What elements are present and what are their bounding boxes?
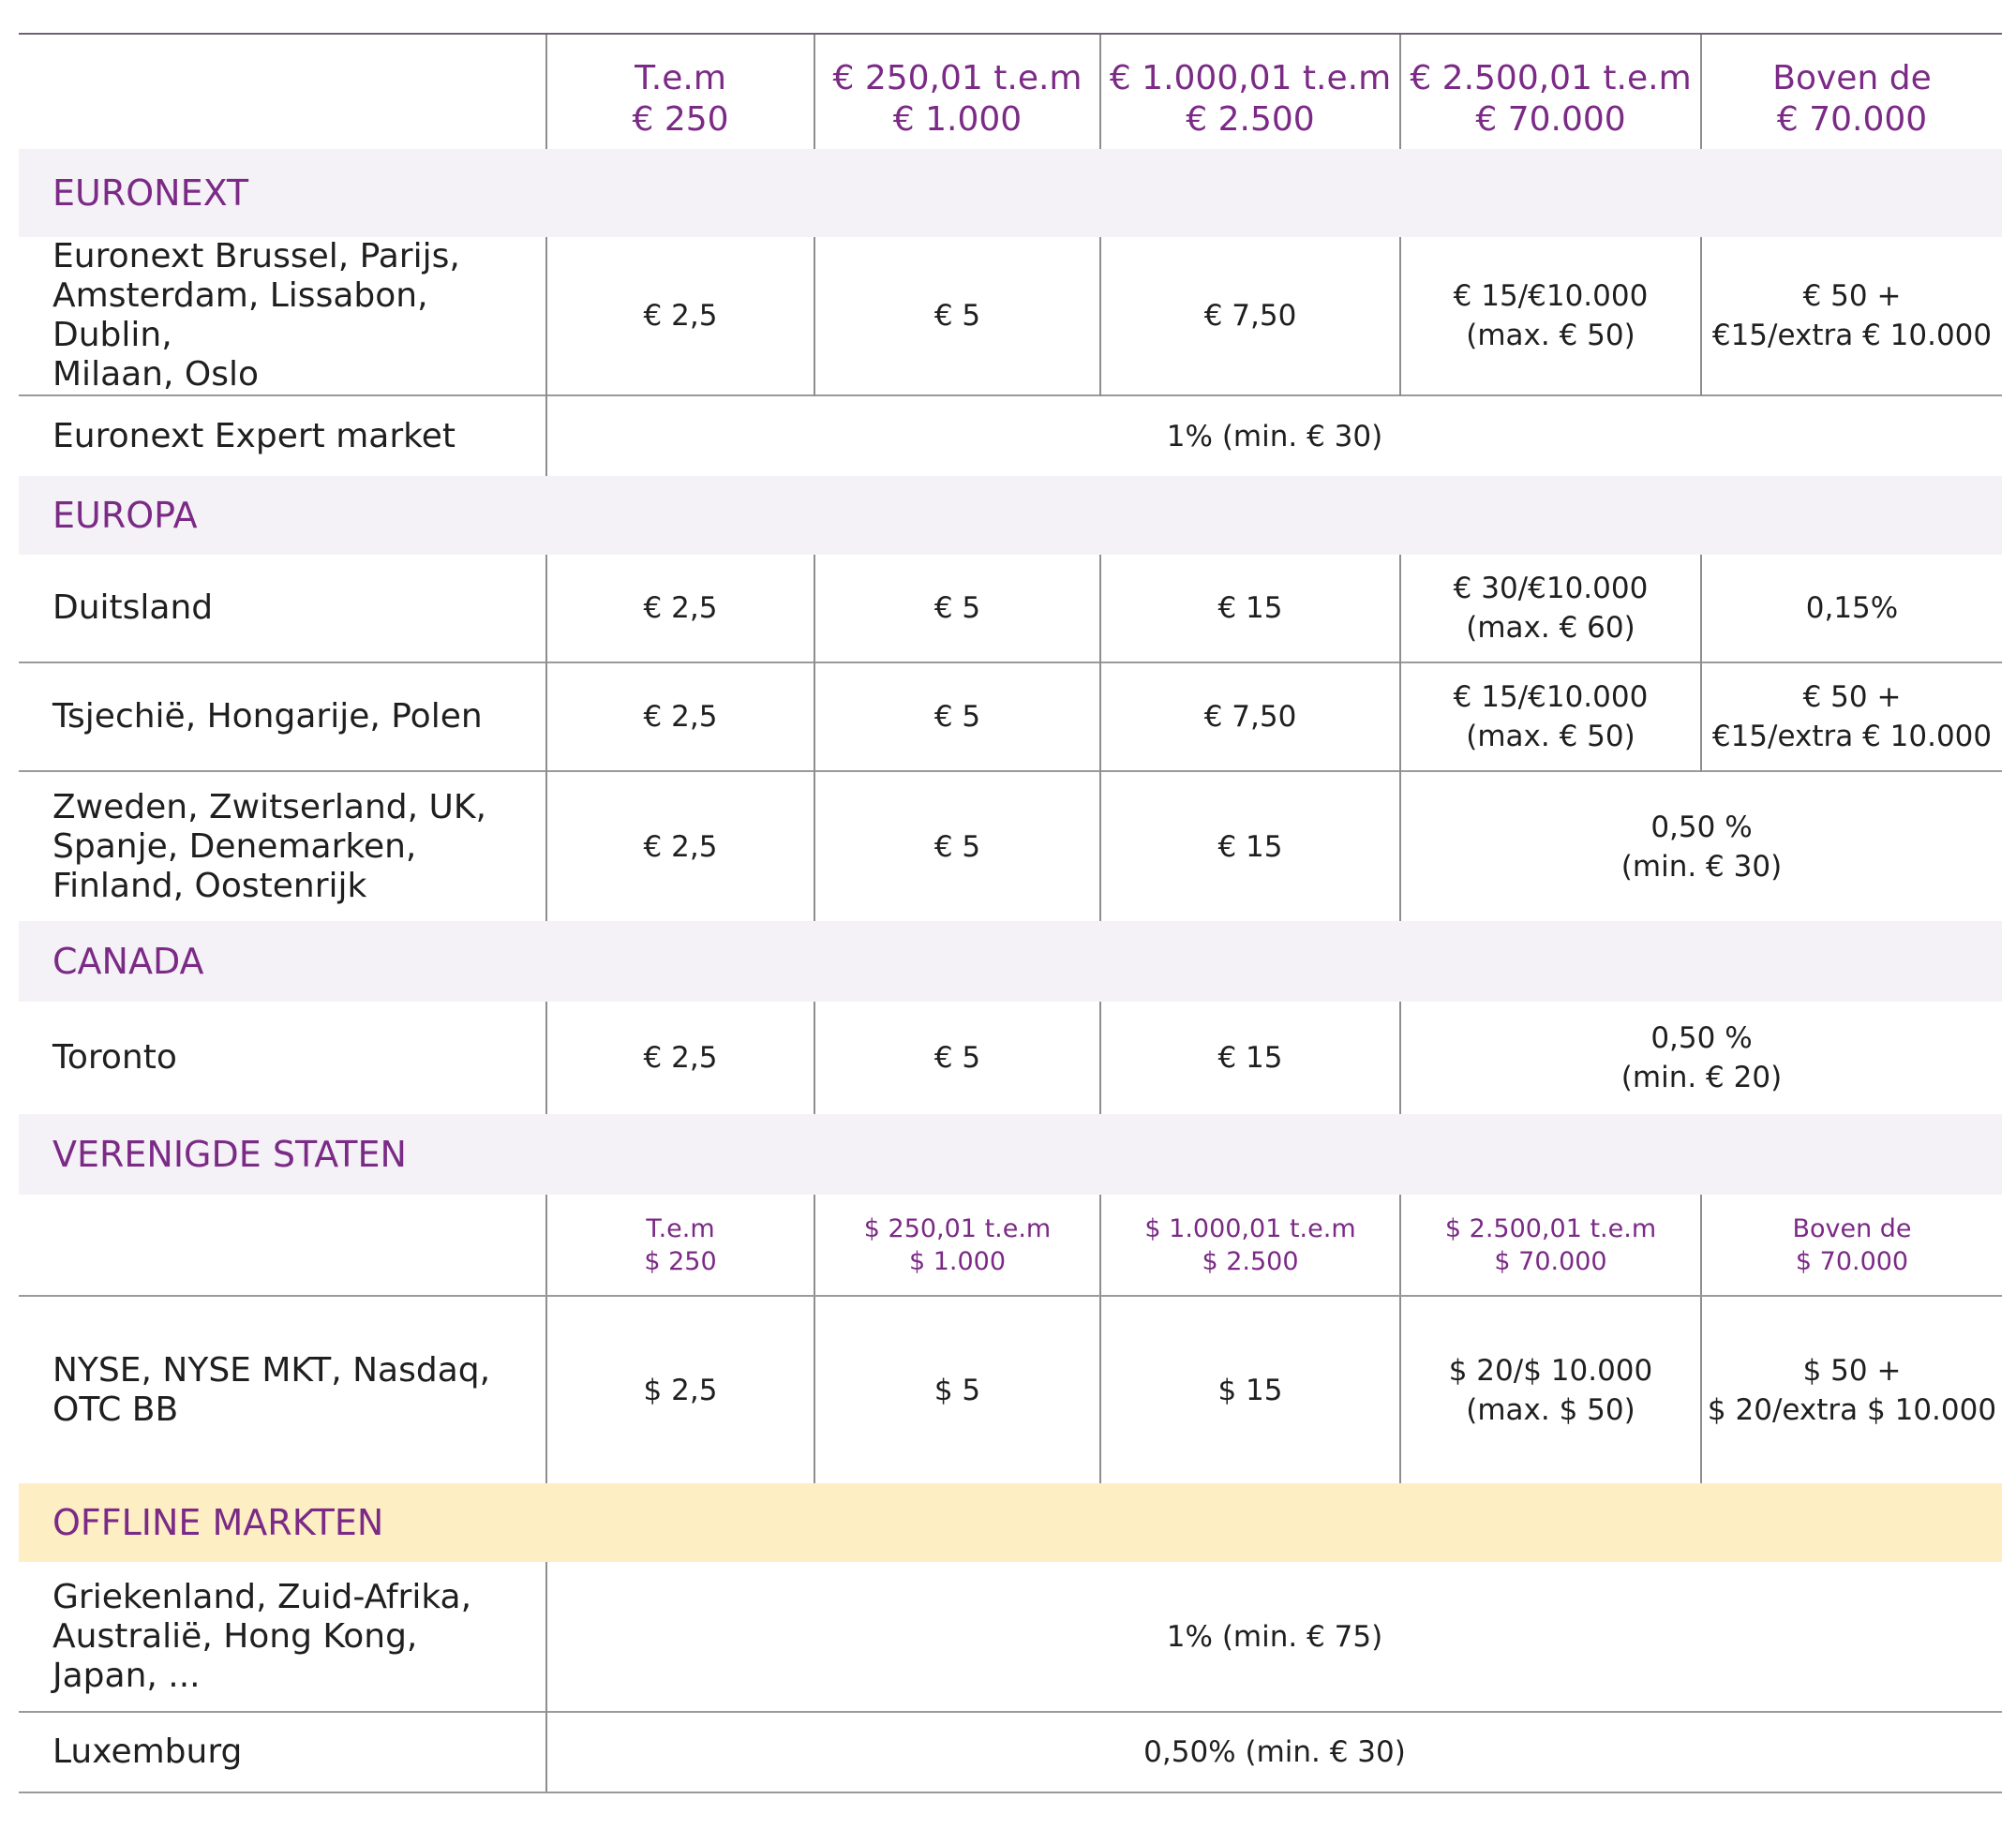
fee-cell: € 15 [1099,770,1400,921]
fee-cell: € 2,5 [545,237,814,395]
table-row: Luxemburg 0,50% (min. € 30) [19,1711,2002,1793]
fee-cell: $ 2,5 [545,1296,814,1483]
section-title: VERENIGDE STATEN [19,1114,2002,1195]
fee-cell: € 50 + €15/extra € 10.000 [1700,237,2002,395]
section-title: CANADA [19,921,2002,1002]
table-row: Euronext Brussel, Parijs, Amsterdam, Lis… [19,237,2002,395]
table-row: Zweden, Zwitserland, UK, Spanje, Denemar… [19,770,2002,921]
fee-cell: € 15/€10.000 (max. € 50) [1399,237,1701,395]
section-title: EURONEXT [19,149,2002,237]
fee-cell: 0,15% [1700,555,2002,662]
us-subheader-row: T.e.m $ 250 $ 250,01 t.e.m $ 1.000 $ 1.0… [19,1195,2002,1297]
fee-cell: € 15/€10.000 (max. € 50) [1399,662,1701,771]
fee-cell: € 30/€10.000 (max. € 60) [1399,555,1701,662]
fee-cell: $ 15 [1099,1296,1400,1483]
us-header-tier-5: Boven de $ 70.000 [1700,1195,2002,1297]
row-label: Toronto [52,1038,177,1077]
header-tier-1: T.e.m € 250 [545,35,814,149]
table-row: Toronto € 2,5 € 5 € 15 0,50 % (min. € 20… [19,1002,2002,1114]
fee-cell-merged: 0,50% (min. € 30) [545,1711,2002,1793]
fee-cell: € 5 [814,555,1100,662]
tariff-table: T.e.m € 250 € 250,01 t.e.m € 1.000 € 1.0… [19,35,2002,1793]
section-us: VERENIGDE STATEN [19,1114,2002,1195]
fee-cell-merged: 1% (min. € 30) [545,394,2002,476]
section-title: EUROPA [19,476,2002,555]
section-offline: OFFLINE MARKTEN [19,1483,2002,1562]
row-label: Griekenland, Zuid-Afrika, Australië, Hon… [52,1577,472,1695]
fee-cell: $ 50 + $ 20/extra $ 10.000 [1700,1296,2002,1483]
header-tier-4: € 2.500,01 t.e.m € 70.000 [1399,35,1701,149]
row-label: Euronext Expert market [19,394,546,476]
fee-cell: € 50 + €15/extra € 10.000 [1700,662,2002,771]
fee-cell: € 2,5 [545,770,814,921]
us-header-tier-3: $ 1.000,01 t.e.m $ 2.500 [1099,1195,1400,1297]
row-label: Euronext Brussel, Parijs, Amsterdam, Lis… [52,237,460,394]
fee-cell: € 5 [814,1002,1100,1114]
fee-cell: € 15 [1099,555,1400,662]
header-row: T.e.m € 250 € 250,01 t.e.m € 1.000 € 1.0… [19,35,2002,149]
fee-cell-merged: 0,50 % (min. € 30) [1399,770,2002,921]
fee-cell: € 5 [814,662,1100,771]
row-label: NYSE, NYSE MKT, Nasdaq, OTC BB [52,1350,491,1429]
fee-cell: € 7,50 [1099,662,1400,771]
section-canada: CANADA [19,921,2002,1002]
row-label: Luxemburg [19,1711,546,1793]
header-tier-5: Boven de € 70.000 [1700,35,2002,149]
fee-cell: € 2,5 [545,555,814,662]
fee-cell: $ 20/$ 10.000 (max. $ 50) [1399,1296,1701,1483]
fee-cell: € 15 [1099,1002,1400,1114]
us-header-tier-2: $ 250,01 t.e.m $ 1.000 [814,1195,1100,1297]
row-label: Tsjechië, Hongarije, Polen [19,662,546,771]
header-empty-cell [19,35,546,149]
subheader-empty-cell [19,1195,546,1297]
top-rule [19,33,2002,35]
us-header-tier-1: T.e.m $ 250 [545,1195,814,1297]
table-row: Griekenland, Zuid-Afrika, Australië, Hon… [19,1562,2002,1712]
section-title: OFFLINE MARKTEN [19,1483,2002,1562]
row-label: Duitsland [52,588,214,627]
table-row: Euronext Expert market 1% (min. € 30) [19,394,2002,476]
table-row: Duitsland € 2,5 € 5 € 15 € 30/€10.000 (m… [19,555,2002,662]
us-header-tier-4: $ 2.500,01 t.e.m $ 70.000 [1399,1195,1701,1297]
header-tier-2: € 250,01 t.e.m € 1.000 [814,35,1100,149]
fee-cell: € 7,50 [1099,237,1400,395]
fee-cell: € 2,5 [545,1002,814,1114]
table-row: Tsjechië, Hongarije, Polen € 2,5 € 5 € 7… [19,662,2002,771]
fee-cell: $ 5 [814,1296,1100,1483]
row-label: Zweden, Zwitserland, UK, Spanje, Denemar… [19,770,546,921]
fee-cell: € 5 [814,237,1100,395]
tariff-table-container: T.e.m € 250 € 250,01 t.e.m € 1.000 € 1.0… [19,0,2002,1793]
fee-cell-merged: 0,50 % (min. € 20) [1399,1002,2002,1114]
section-europa: EUROPA [19,476,2002,555]
section-euronext: EURONEXT [19,149,2002,237]
header-tier-3: € 1.000,01 t.e.m € 2.500 [1099,35,1400,149]
fee-cell-merged: 1% (min. € 75) [545,1562,2002,1712]
fee-cell: € 5 [814,770,1100,921]
table-row: NYSE, NYSE MKT, Nasdaq, OTC BB $ 2,5 $ 5… [19,1296,2002,1483]
fee-cell: € 2,5 [545,662,814,771]
